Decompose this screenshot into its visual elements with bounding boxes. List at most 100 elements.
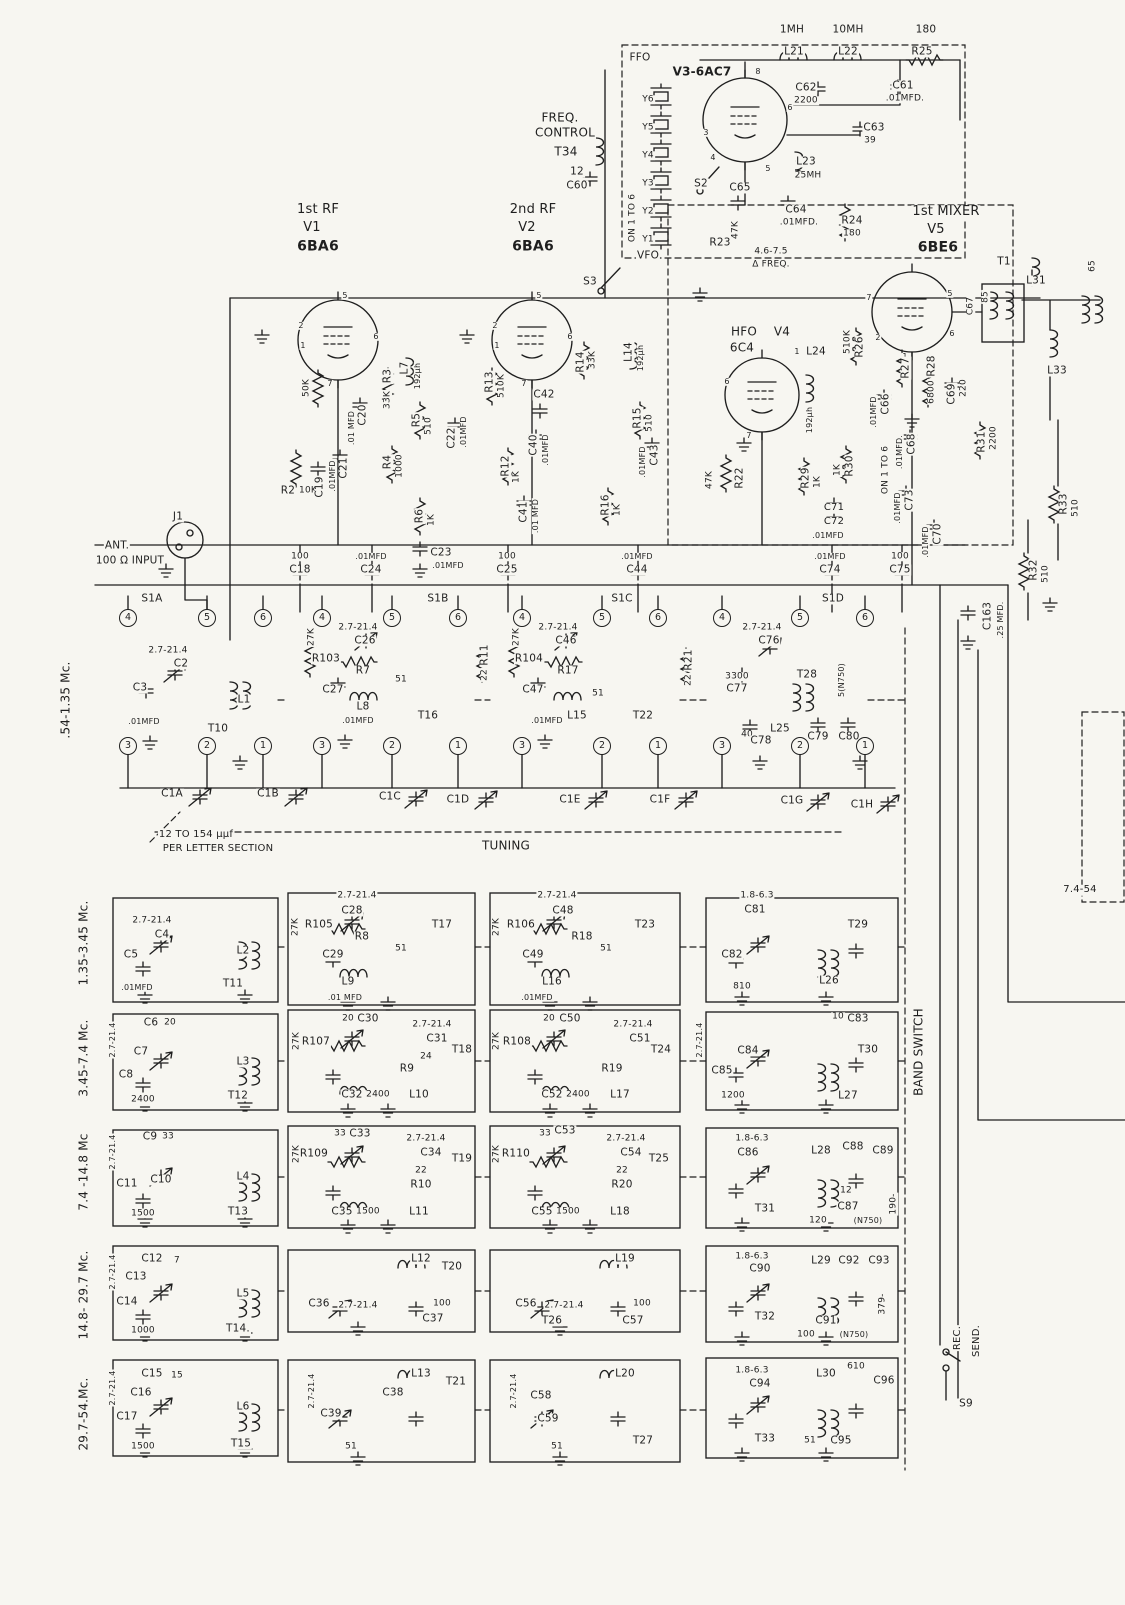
schematic-label: T20 <box>440 1260 464 1273</box>
schematic-label: 1 <box>493 340 501 351</box>
schematic-label: R24 <box>840 214 864 227</box>
schematic-label: R109 <box>298 1147 330 1160</box>
schematic-label: 100 <box>497 551 517 562</box>
switch-contact: 1 <box>254 737 272 755</box>
schematic-label: 2400 <box>130 1094 156 1105</box>
schematic-label: 51 <box>599 943 613 954</box>
band-section-box <box>112 1245 279 1341</box>
schematic-label: C1D <box>445 793 471 806</box>
schematic-label: R30 <box>843 454 856 478</box>
schematic-label: L26 <box>818 974 840 987</box>
schematic-label: R33 <box>1057 492 1070 516</box>
schematic-label: 1 <box>793 346 801 357</box>
wire <box>734 134 756 139</box>
schematic-label: T10 <box>206 722 230 735</box>
schematic-label: T16 <box>416 709 440 722</box>
schematic-label: T25 <box>647 1152 671 1165</box>
schematic-label: C7 <box>132 1045 150 1058</box>
schematic-label: C96 <box>872 1374 896 1387</box>
band-section-box <box>112 897 279 1003</box>
schematic-label: 100 Ω INPUT <box>94 554 166 567</box>
schematic-label: C31 <box>425 1032 449 1045</box>
schematic-label: 810 <box>732 981 752 992</box>
schematic-label: C56 <box>514 1297 538 1310</box>
schematic-label: C69 <box>945 382 958 406</box>
schematic-label: 2 <box>297 320 305 331</box>
schematic-label: 1 <box>299 340 307 351</box>
switch-contact: 2 <box>198 737 216 755</box>
schematic-label: T15 <box>229 1437 253 1450</box>
schematic-label: 29.7-54.Mc. <box>76 1376 91 1452</box>
schematic-label: S9 <box>958 1397 974 1410</box>
schematic-label: 7 <box>173 1255 181 1266</box>
schematic-label: 510 <box>1070 498 1081 518</box>
schematic-label: 180 <box>842 228 862 239</box>
schematic-label: 2.7-21.4 <box>337 622 379 633</box>
switch-contact: 4 <box>713 609 731 627</box>
schematic-label: 2 <box>874 332 882 343</box>
schematic-label: 1000 <box>394 453 405 479</box>
switch-contact: 6 <box>856 609 874 627</box>
schematic-label: 22 <box>615 1165 629 1176</box>
schematic-label: C93 <box>867 1254 891 1267</box>
schematic-label: 65 <box>1087 259 1098 273</box>
schematic-label: C66 <box>879 392 892 416</box>
schematic-label: 2.7-21.4 <box>537 622 579 633</box>
switch-contact: 3 <box>119 737 137 755</box>
schematic-label: 1200 <box>720 1090 746 1101</box>
schematic-label: 1500 <box>130 1208 156 1219</box>
switch-contact: 2 <box>593 737 611 755</box>
schematic-label: C8 <box>117 1068 135 1081</box>
schematic-label: L29 <box>810 1254 832 1267</box>
schematic-label: (N750) <box>852 1215 884 1226</box>
schematic-label: T11 <box>221 977 245 990</box>
schematic-label: R28 <box>925 354 938 378</box>
schematic-label: .01MFD <box>431 560 465 571</box>
schematic-label: R26 <box>853 335 866 359</box>
switch-contact: 3 <box>313 737 331 755</box>
schematic-label: C79 <box>806 730 830 743</box>
schematic-label: .01MFD <box>637 445 648 479</box>
schematic-label: 5(N750) <box>836 662 847 698</box>
schematic-label: C87 <box>836 1200 860 1213</box>
schematic-label: C5 <box>122 948 140 961</box>
schematic-label: ANT. <box>103 539 131 552</box>
schematic-label: .01 MFD <box>326 992 364 1003</box>
schematic-label: Δ FREQ. <box>751 259 791 270</box>
schematic-label: 7 <box>520 378 528 389</box>
schematic-label: R31 <box>975 430 988 454</box>
schematic-label: 1K <box>612 502 623 518</box>
schematic-label: 1st MIXER <box>911 204 981 220</box>
schematic-label: 6 <box>786 102 794 113</box>
schematic-label: 8 <box>754 66 762 77</box>
schematic-label: C54 <box>619 1146 643 1159</box>
band-section-box <box>112 1359 279 1457</box>
schematic-label: C48 <box>551 904 575 917</box>
band-section-box <box>489 1249 681 1333</box>
switch-contact: 1 <box>449 737 467 755</box>
schematic-label: 6BE6 <box>916 239 960 256</box>
schematic-label: C30 <box>356 1012 380 1025</box>
schematic-label: 39 <box>863 135 877 146</box>
schematic-label: .01MFD <box>892 491 903 525</box>
schematic-label: R22 <box>733 466 746 490</box>
schematic-label: .01 MFD <box>346 409 357 447</box>
schematic-label: PER LETTER SECTION <box>161 842 275 855</box>
schematic-label: C23 <box>429 546 453 559</box>
schematic-label: R21 <box>682 648 695 672</box>
schematic-label: T24 <box>649 1043 673 1056</box>
band-section-box <box>112 1129 279 1227</box>
schematic-label: C49 <box>521 948 545 961</box>
schematic-label: 6C4 <box>728 340 756 355</box>
schematic-label: C14 <box>115 1295 139 1308</box>
schematic-label: SEND. <box>970 1323 983 1359</box>
switch-contact: 3 <box>513 737 531 755</box>
switch-contact: 6 <box>449 609 467 627</box>
schematic-label: C82 <box>720 948 744 961</box>
band-section-box <box>705 1127 899 1229</box>
schematic-label: 1K <box>812 474 823 490</box>
schematic-label: L30 <box>815 1367 837 1380</box>
band-section-box <box>287 1249 476 1333</box>
schematic-label: 7 <box>745 430 753 441</box>
